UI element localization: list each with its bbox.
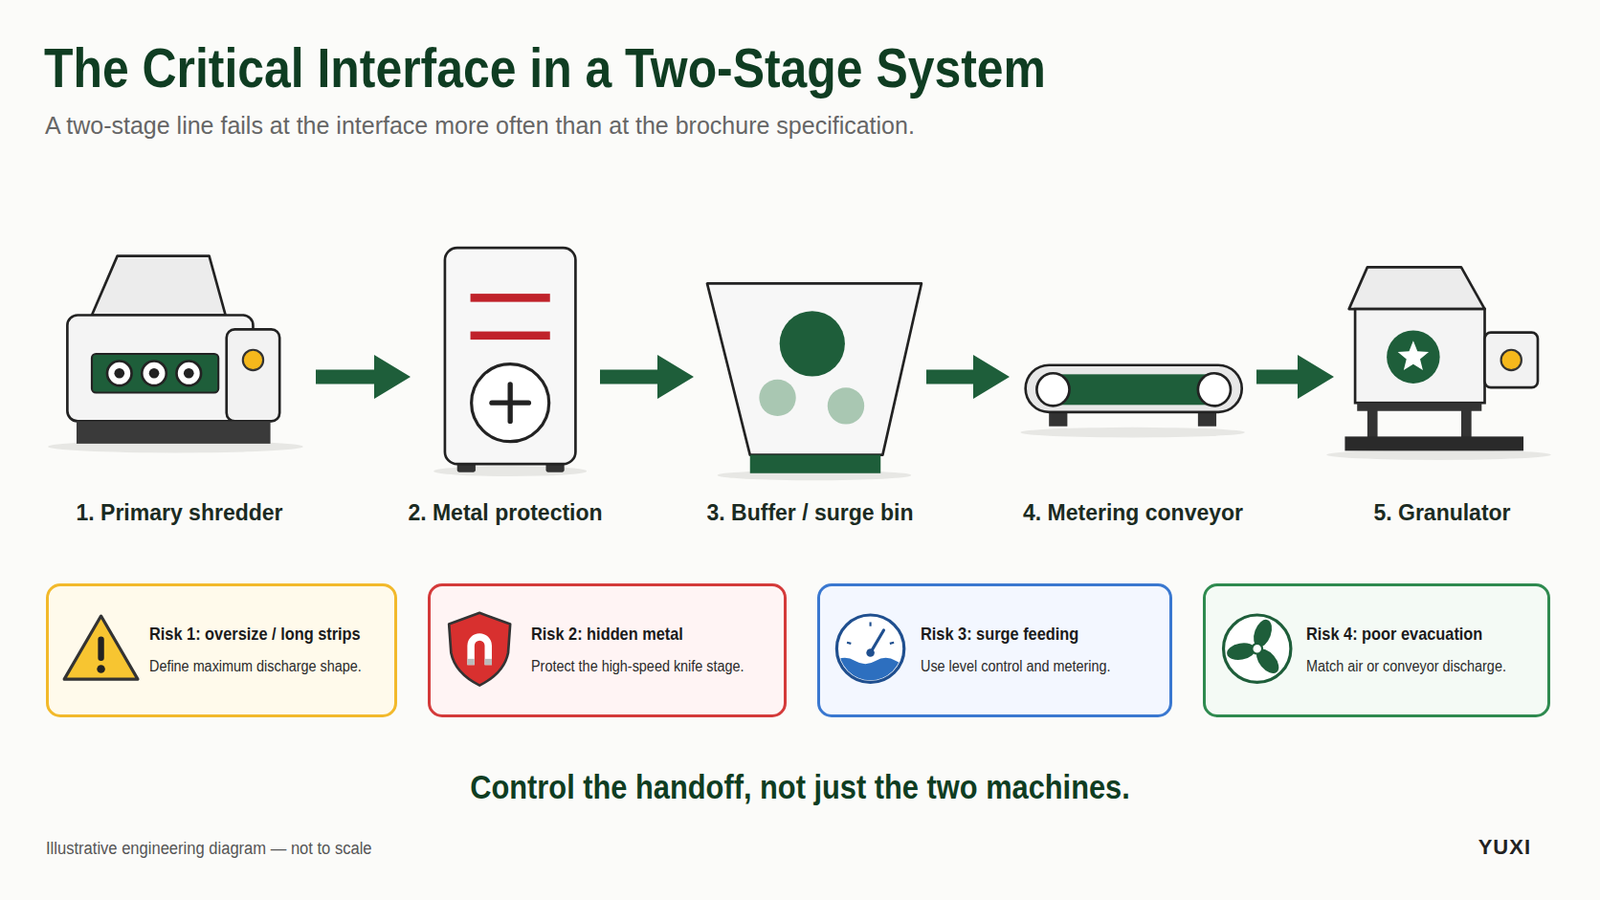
shredder-illustration-part <box>91 256 226 316</box>
conveyor-illustration-part <box>1048 410 1067 427</box>
stage-label: 1. Primary shredder <box>4 499 355 527</box>
granulator-illustration-part <box>1326 449 1552 461</box>
conveyor-illustration <box>1020 365 1245 439</box>
metal-detector-illustration-part <box>470 293 551 303</box>
granulator-illustration-part <box>1356 402 1482 412</box>
surge-bin-illustration-part <box>779 311 845 377</box>
granulator-illustration-part <box>1355 309 1485 403</box>
metal-detector-illustration <box>433 247 587 477</box>
shredder-illustration-part <box>176 360 201 386</box>
process-stage: 3. Buffer / surge bin <box>693 227 927 527</box>
flow-arrow <box>1256 355 1334 400</box>
surge-bin-illustration-part <box>750 455 881 474</box>
surge-bin-illustration-part <box>827 387 865 424</box>
risk-description: Define maximum discharge shape. <box>149 657 362 677</box>
footnote: Illustrative engineering diagram — not t… <box>45 838 373 860</box>
metal-detector-illustration-part <box>433 466 587 477</box>
brand-mark: YUXI <box>1478 835 1532 861</box>
surge-bin-illustration-part <box>717 470 912 482</box>
conveyor-illustration-part <box>1020 427 1245 439</box>
shredder-illustration-part <box>66 314 253 422</box>
process-stage: 5. Granulator <box>1333 227 1551 527</box>
risk-heading: Risk 4: poor evacuation <box>1306 622 1483 646</box>
stage-label: 4. Metering conveyor <box>971 499 1295 527</box>
metal-detector-illustration-part <box>470 332 551 341</box>
risk-card: Risk 4: poor evacuationMatch air or conv… <box>1202 583 1551 718</box>
conveyor-illustration-part <box>1036 373 1069 406</box>
flow-arrow <box>600 355 694 400</box>
shredder-illustration-part <box>183 368 195 379</box>
process-stage: 2. Metal protection <box>410 227 600 527</box>
conveyor-illustration-part <box>1025 365 1243 413</box>
process-stage: 4. Metering conveyor <box>1009 227 1257 527</box>
surge-bin-illustration-part <box>758 379 796 417</box>
risk-heading: Risk 3: surge feeding <box>920 622 1079 646</box>
metal-detector-illustration-part <box>491 400 529 406</box>
risk-card: Risk 1: oversize / long stripsDefine max… <box>45 583 398 718</box>
shredder-illustration-part <box>226 329 280 422</box>
metal-detector-illustration-part <box>507 384 512 422</box>
granulator-illustration-part <box>1461 408 1472 440</box>
stage-label: 5. Granulator <box>1295 499 1589 527</box>
risk-card: Risk 3: surge feedingUse level control a… <box>817 583 1173 718</box>
risk-description: Protect the high-speed knife stage. <box>531 657 745 677</box>
surge-bin-illustration <box>707 283 922 481</box>
conveyor-illustration-part <box>1198 410 1217 427</box>
shredder-illustration-part <box>141 360 167 386</box>
illustrations <box>47 247 1552 694</box>
granulator-illustration-part <box>1386 330 1440 383</box>
granulator-illustration-part <box>1485 333 1538 389</box>
risk-description: Match air or conveyor discharge. <box>1306 657 1507 677</box>
shredder-illustration-part <box>113 368 125 379</box>
risk-description: Use level control and metering. <box>920 657 1112 677</box>
shredder-illustration <box>47 256 304 454</box>
metal-detector-illustration-part <box>545 461 564 473</box>
flow-arrow <box>926 355 1010 400</box>
metal-detector-illustration-part <box>471 364 550 443</box>
risk-heading: Risk 2: hidden metal <box>531 622 684 646</box>
process-stage: 1. Primary shredder <box>43 227 316 527</box>
shredder-illustration-part <box>243 350 264 371</box>
metal-detector-illustration-part <box>457 461 476 473</box>
risk-card: Risk 2: hidden metalProtect the high-spe… <box>427 583 787 718</box>
surge-bin-illustration-part <box>707 283 922 455</box>
granulator-illustration-part <box>1367 408 1378 440</box>
diagram-title: The Critical Interface in a Two-Stage Sy… <box>44 36 1046 100</box>
key-message: Control the handoff, not just the two ma… <box>95 766 1504 809</box>
risk-heading: Risk 1: oversize / long strips <box>149 622 361 646</box>
flow-arrow <box>315 355 411 400</box>
diagram-subtitle: A two-stage line fails at the interface … <box>44 111 915 140</box>
granulator-illustration <box>1326 266 1552 461</box>
granulator-illustration-part <box>1501 350 1522 371</box>
stage-label: 3. Buffer / surge bin <box>655 499 965 527</box>
shredder-illustration-part <box>76 421 271 444</box>
shredder-illustration-part <box>107 360 133 386</box>
shredder-illustration-part <box>91 354 219 394</box>
shredder-illustration-part <box>47 441 304 454</box>
metal-detector-illustration-part <box>444 247 576 465</box>
granulator-illustration-part <box>1344 436 1524 451</box>
shredder-illustration-part <box>149 368 160 379</box>
granulator-illustration-part <box>1398 340 1429 371</box>
conveyor-illustration-part <box>1045 374 1220 405</box>
conveyor-illustration-part <box>1198 373 1231 406</box>
granulator-illustration-part <box>1349 266 1486 310</box>
stage-label: 2. Metal protection <box>372 499 639 527</box>
